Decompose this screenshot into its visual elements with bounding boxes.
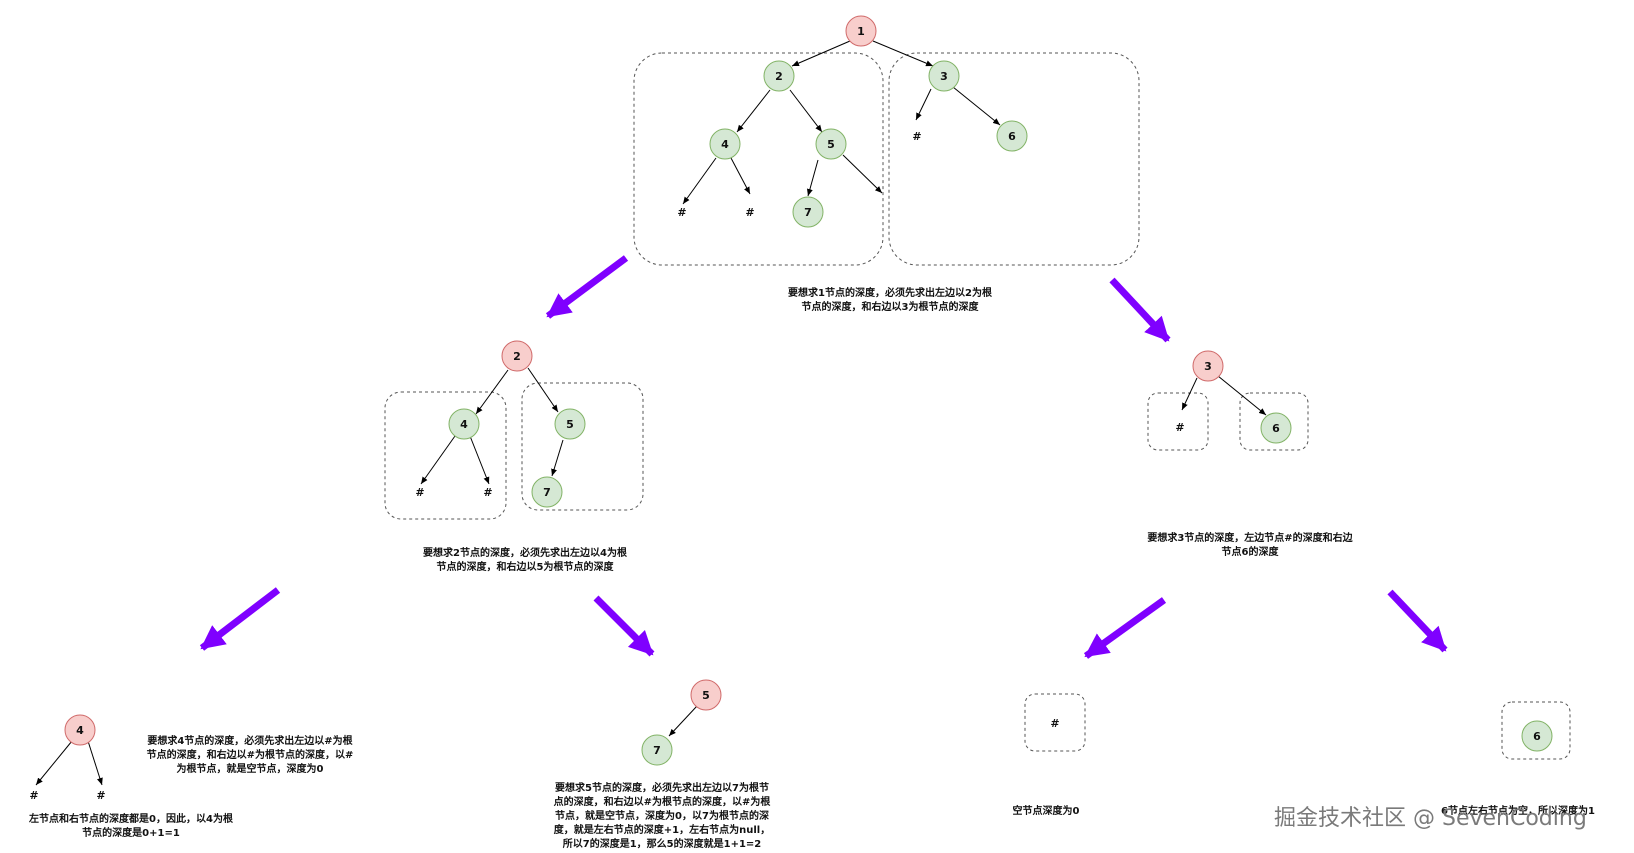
node-6-label: 6	[1533, 730, 1541, 743]
purple-arrow	[593, 595, 655, 657]
node-5-root-label: 5	[702, 689, 710, 702]
node-2-root	[501, 340, 533, 372]
null-marker: #	[912, 130, 921, 143]
watermark: 掘金技术社区 @ SevenCoding	[1274, 806, 1587, 831]
right-subtree-box	[888, 52, 1140, 266]
subtree-3: 3 6 #	[1147, 350, 1309, 451]
caption-5-line-3: 节点，就是空节点，深度为0，以7为根节点的深	[555, 809, 769, 822]
subtree-5-box	[521, 382, 644, 511]
caption-5-line-2: 点的深度，和右边以#为根节点的深度，以#为根	[554, 795, 771, 808]
caption-6: 6节点左右节点为空，所以深度为1	[1441, 804, 1595, 817]
null-marker: #	[1175, 421, 1184, 434]
node-7	[792, 196, 824, 228]
null-marker: #	[1050, 717, 1059, 730]
node-5	[554, 408, 586, 440]
node-5-label: 5	[827, 138, 835, 151]
subtree-4-box	[384, 391, 507, 520]
left-subtree-box	[633, 52, 884, 266]
node-1	[845, 15, 877, 47]
caption-3-line-2: 节点6的深度	[1222, 545, 1280, 558]
caption-4-line-2: 节点的深度，和右边以#为根节点的深度，以#	[147, 748, 354, 761]
node-6-label: 6	[1008, 130, 1016, 143]
node-4-root-label: 4	[76, 724, 84, 737]
node-6-label: 6	[1272, 422, 1280, 435]
caption-5-line-4: 度，就是左右节点的深度+1，左右节点为null，	[554, 823, 770, 836]
null-marker: #	[415, 486, 424, 499]
purple-arrow	[1083, 597, 1167, 659]
null-marker: #	[483, 486, 492, 499]
node-7	[641, 734, 673, 766]
node-7	[531, 476, 563, 508]
node-7-label: 7	[804, 206, 812, 219]
subtree-5: 5 7	[641, 679, 722, 766]
caption-4-line-3: 为根节点，就是空节点，深度为0	[177, 762, 324, 775]
caption-null: 空节点深度为0	[1013, 804, 1080, 817]
subtree-4: 4 # #	[29, 714, 106, 802]
node-6-alone-box	[1501, 701, 1571, 760]
node-7-label: 7	[653, 744, 661, 757]
node-6	[1521, 720, 1553, 752]
node-6	[1260, 412, 1292, 444]
node-2-root-label: 2	[513, 350, 521, 363]
node-7-label: 7	[543, 486, 551, 499]
subtree-2: 2 4 5 7 # #	[384, 340, 644, 520]
node-4-label: 4	[460, 418, 468, 431]
caption-5-line-5: 所以7的深度是1，那么5的深度就是1+1=2	[563, 837, 762, 850]
purple-arrow	[1387, 589, 1448, 653]
caption-1-line-2: 节点的深度，和右边以3为根节点的深度	[802, 300, 980, 313]
caption-2-line-2: 节点的深度，和右边以5为根节点的深度	[437, 560, 615, 573]
null-marker: #	[96, 789, 105, 802]
caption-1-line-1: 要想求1节点的深度，必须先求出左边以2为根	[788, 286, 992, 299]
node-6-box	[1239, 392, 1309, 451]
node-4-label: 4	[721, 138, 729, 151]
node-6	[996, 120, 1028, 152]
null-marker: #	[745, 206, 754, 219]
node-3-root-label: 3	[1204, 360, 1212, 373]
caption-4b-line-1: 左节点和右节点的深度都是0，因此，以4为根	[28, 812, 233, 825]
node-2-label: 2	[775, 70, 783, 83]
caption-4b-line-2: 节点的深度是0+1=1	[82, 826, 180, 839]
node-4	[448, 408, 480, 440]
purple-arrow	[199, 587, 281, 651]
null-box	[1147, 392, 1209, 451]
caption-3-line-1: 要想求3节点的深度，左边节点#的深度和右边	[1147, 531, 1353, 544]
node-4	[709, 128, 741, 160]
node-5-label: 5	[566, 418, 574, 431]
node-3	[928, 60, 960, 92]
node-3-root	[1192, 350, 1224, 382]
caption-2-line-1: 要想求2节点的深度，必须先求出左边以4为根	[423, 546, 627, 559]
node-5	[815, 128, 847, 160]
node-1-label: 1	[857, 25, 865, 38]
node-2	[763, 60, 795, 92]
main-tree: 1 2 3 4 5 7 6 # # #	[633, 15, 1140, 266]
caption-5-line-1: 要想求5节点的深度，必须先求出左边以7为根节	[555, 781, 769, 794]
node-5-root	[690, 679, 722, 711]
node-4-root	[64, 714, 96, 746]
purple-arrow	[1109, 277, 1171, 343]
node-3-label: 3	[940, 70, 948, 83]
null-node-box	[1024, 693, 1086, 752]
purple-arrow	[545, 255, 629, 319]
caption-4-line-1: 要想求4节点的深度，必须先求出左边以#为根	[147, 734, 352, 747]
null-marker: #	[677, 206, 686, 219]
null-marker: #	[29, 789, 38, 802]
